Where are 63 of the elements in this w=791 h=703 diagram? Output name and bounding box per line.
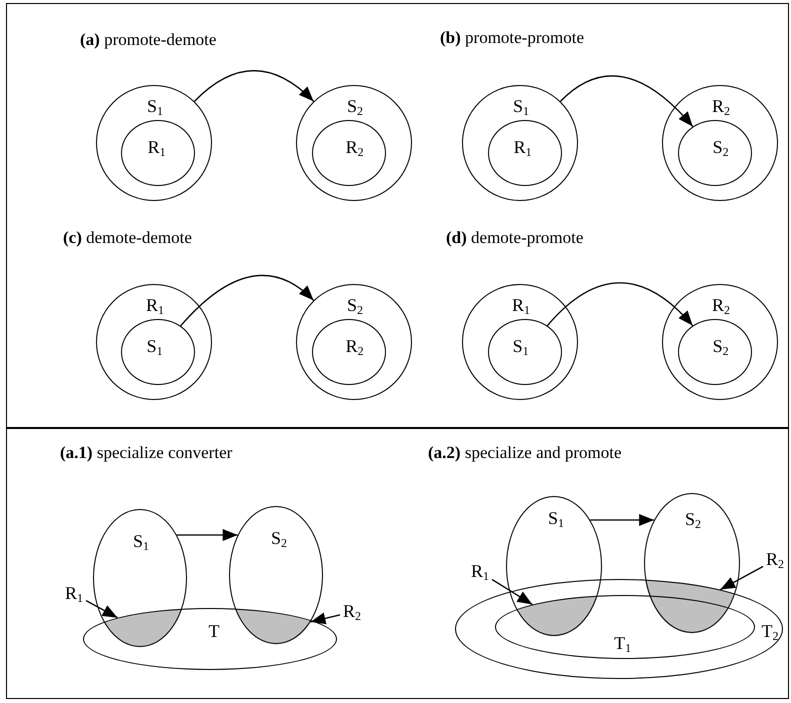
set-ellipse	[678, 318, 752, 385]
set-ellipse	[312, 120, 386, 186]
shaded-region	[104, 608, 182, 647]
set-ellipse	[488, 120, 562, 186]
set-label: S$_{1}$	[548, 508, 564, 528]
set-label: S$_{2}$	[685, 509, 701, 529]
panel-heading: (a.1) specialize converter	[60, 443, 232, 463]
set-label: R$_{2}$	[712, 295, 730, 315]
set-label: S$_{2}$	[347, 295, 363, 315]
set-label: S$_{1}$	[147, 96, 163, 116]
set-label: S$_{1}$	[512, 336, 529, 356]
panel-heading: (c) demote-demote	[63, 228, 192, 248]
set-label: R$_{1}$	[148, 136, 166, 157]
arrow	[176, 529, 238, 541]
set-label: R$_{1}$	[146, 295, 164, 315]
region-label: R$_{2}$	[340, 600, 364, 624]
set-label: T$_{1}$	[614, 632, 632, 653]
set-ellipse	[120, 318, 195, 385]
set-label: S$_{1}$	[146, 336, 163, 356]
region-label: R$_{1}$	[62, 582, 86, 606]
leader-arrow	[310, 612, 340, 624]
set-label: S$_{2}$	[347, 96, 363, 116]
arrow	[180, 274, 314, 326]
set-label: S$_{1}$	[513, 96, 529, 116]
panel-heading: (d) demote-promote	[446, 228, 584, 248]
set-ellipse	[662, 85, 778, 201]
set-label: T$_{2}$	[762, 621, 778, 641]
leader-arrow	[86, 600, 118, 618]
panel-heading: (a.2) specialize and promote	[428, 443, 622, 463]
set-label: R$_{2}$	[346, 136, 364, 157]
region-label: R$_{1}$	[468, 560, 492, 584]
set-ellipse	[96, 85, 212, 201]
set-ellipse	[488, 318, 562, 385]
set-ellipse	[678, 120, 752, 186]
set-ellipse	[120, 120, 195, 186]
shaded-region	[516, 596, 598, 636]
set-ellipse	[296, 284, 412, 400]
arrow	[590, 514, 654, 526]
set-ellipse	[96, 284, 212, 400]
leader-arrow	[492, 578, 533, 606]
panel-heading: (b) promote-promote	[440, 28, 584, 48]
set-ellipse	[662, 284, 778, 400]
set-label: S$_{1}$	[133, 531, 149, 551]
set-label: R$_{2}$	[712, 96, 730, 116]
set-label: S$_{2}$	[271, 528, 287, 548]
set-ellipse	[462, 284, 578, 400]
leader-arrow	[720, 566, 764, 590]
arrow	[194, 70, 314, 102]
set-ellipse	[296, 85, 412, 201]
shaded-region	[645, 580, 735, 633]
panel-heading: (a) promote-demote	[80, 30, 216, 50]
set-label: R$_{1}$	[514, 136, 532, 157]
set-label: R$_{1}$	[512, 295, 530, 315]
set-label: T	[208, 621, 220, 641]
set-ellipse	[462, 85, 578, 201]
set-ellipse	[312, 318, 386, 385]
arrow	[560, 75, 694, 128]
set-label: R$_{2}$	[346, 336, 364, 356]
arrow	[546, 282, 694, 326]
shaded-region	[236, 608, 311, 644]
set-label: S$_{2}$	[712, 136, 729, 157]
region-label: R$_{2}$	[763, 548, 787, 572]
set-label: S$_{2}$	[712, 336, 729, 356]
